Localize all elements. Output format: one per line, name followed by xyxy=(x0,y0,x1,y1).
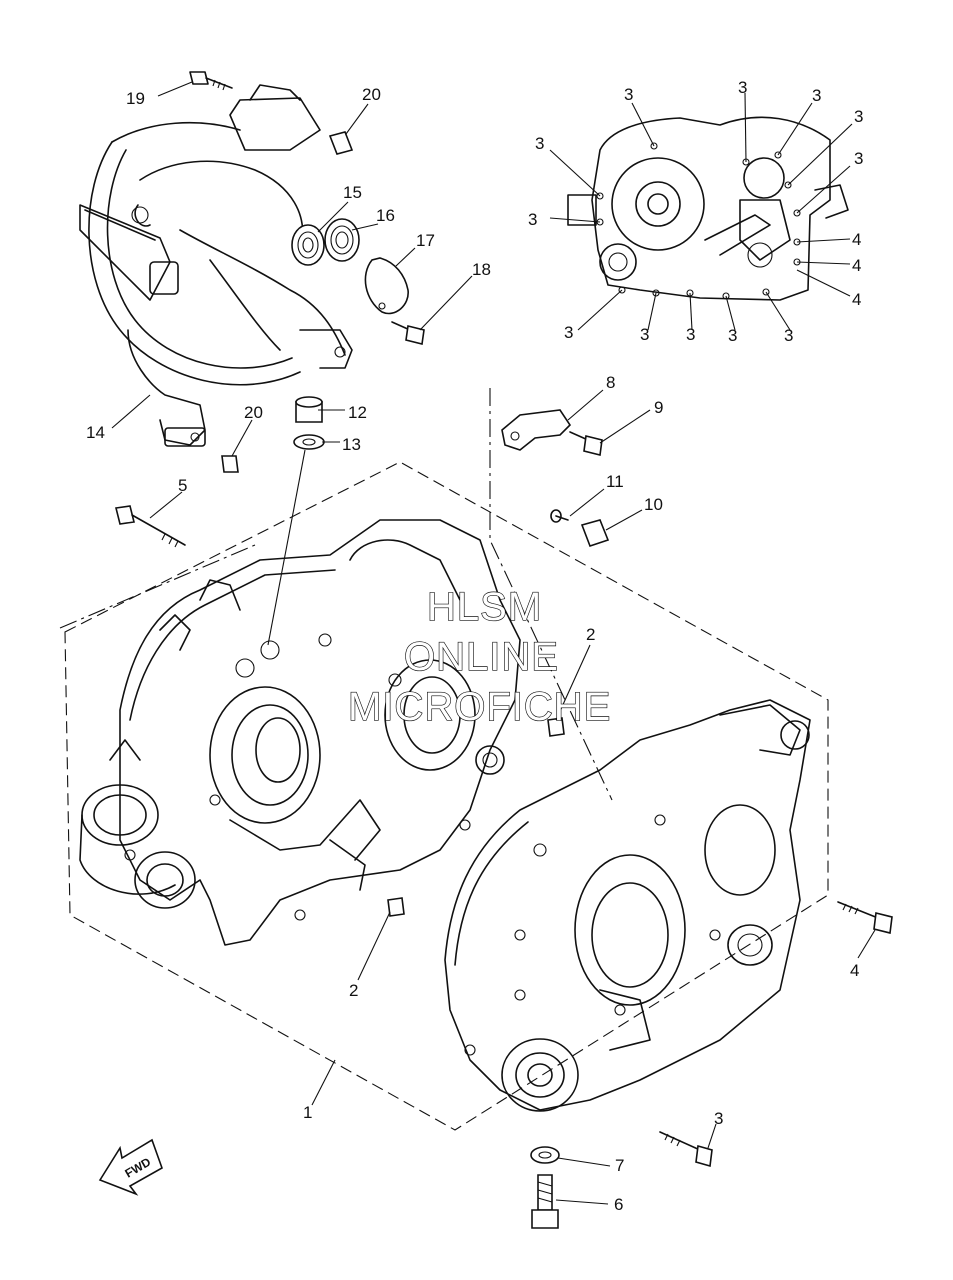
bolt-3 xyxy=(659,1131,713,1168)
inset-callout: 3 xyxy=(528,210,537,229)
inset-callout: 3 xyxy=(854,107,863,126)
inset-callout: 4 xyxy=(852,230,861,249)
dowel-20-top xyxy=(328,131,354,155)
callout-13: 13 xyxy=(342,435,361,454)
callout-14: 14 xyxy=(86,423,105,442)
callout-19: 19 xyxy=(126,89,145,108)
flywheel-cover xyxy=(79,84,353,447)
inset-callout: 3 xyxy=(738,78,747,97)
part-10 xyxy=(580,519,610,548)
callout-10: 10 xyxy=(644,495,663,514)
callout-1: 1 xyxy=(303,1103,312,1122)
bolt-19 xyxy=(189,71,233,91)
inset-callout: 3 xyxy=(686,325,695,344)
assembly-outline xyxy=(59,388,829,1131)
inset-callout: 3 xyxy=(535,134,544,153)
pin-11 xyxy=(550,509,569,523)
bolt-5 xyxy=(115,505,186,548)
callout-5: 5 xyxy=(178,476,187,495)
callout-2-lower: 2 xyxy=(349,981,358,1000)
callout-18: 18 xyxy=(472,260,491,279)
callout-20-lower: 20 xyxy=(244,403,263,422)
inset-callout: 3 xyxy=(564,323,573,342)
callout-7: 7 xyxy=(615,1156,624,1175)
inset-callout: 3 xyxy=(854,149,863,168)
callout-11: 11 xyxy=(606,472,624,491)
bolt-9 xyxy=(569,431,603,456)
callout-9: 9 xyxy=(654,398,663,417)
inset-callout: 3 xyxy=(784,326,793,345)
right-crankcase xyxy=(444,699,811,1112)
watermark-line-3: MICROFICHE xyxy=(348,685,611,729)
dowel-2-lower xyxy=(387,897,405,917)
bearing-15 xyxy=(291,224,325,266)
plug-12 xyxy=(295,396,323,423)
washer-13 xyxy=(293,434,325,450)
callout-3: 3 xyxy=(714,1109,723,1128)
callout-8: 8 xyxy=(606,373,615,392)
inset-callout: 4 xyxy=(852,290,861,309)
watermark-line-2: ONLINE xyxy=(404,635,559,679)
watermark-line-1: HLSM xyxy=(427,585,542,629)
bolt-4 xyxy=(837,901,893,934)
crankcase-inset xyxy=(567,116,849,301)
callout-4: 4 xyxy=(850,961,859,980)
bolt-6 xyxy=(531,1174,559,1229)
callout-17: 17 xyxy=(416,231,435,250)
plate-17 xyxy=(364,257,409,315)
callout-2-upper: 2 xyxy=(586,625,595,644)
callout-15: 15 xyxy=(343,183,362,202)
leader-lines xyxy=(111,81,876,1205)
dowel-2-upper xyxy=(547,717,565,737)
bolt-18 xyxy=(391,321,425,345)
washer-7 xyxy=(530,1146,560,1164)
fwd-arrow-icon: FWD xyxy=(98,1138,163,1196)
inset-callout: 4 xyxy=(852,256,861,275)
callouts: 19 20 15 16 17 18 14 20 12 13 5 8 9 11 1… xyxy=(86,78,863,1214)
inset-callout: 3 xyxy=(624,85,633,104)
bearing-16 xyxy=(324,218,360,262)
dowel-20-lower xyxy=(221,455,239,473)
callout-16: 16 xyxy=(376,206,395,225)
inset-callout: 3 xyxy=(640,325,649,344)
watermark: HLSM ONLINE MICROFICHE xyxy=(347,584,611,729)
bracket-8 xyxy=(501,409,572,451)
callout-12: 12 xyxy=(348,403,367,422)
inset-callout: 3 xyxy=(728,326,737,345)
callout-20-top: 20 xyxy=(362,85,381,104)
left-crankcase xyxy=(79,519,521,946)
inset-callout: 3 xyxy=(812,86,821,105)
callout-6: 6 xyxy=(614,1195,623,1214)
